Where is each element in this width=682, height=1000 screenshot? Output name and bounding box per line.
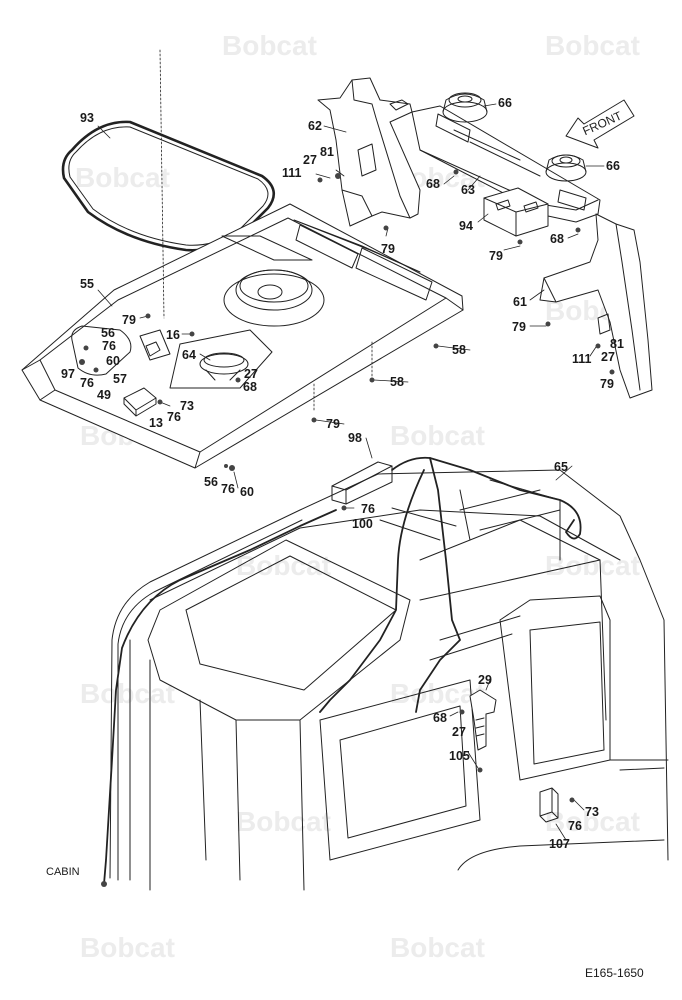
electronic-module-part xyxy=(539,787,559,823)
watermark: Bobcat xyxy=(390,932,485,963)
part-callout-94: 94 xyxy=(459,219,473,233)
part-callout-27: 27 xyxy=(452,725,466,739)
headliner-panel-part xyxy=(21,203,464,469)
part-callout-13: 13 xyxy=(149,416,163,430)
part-callout-98: 98 xyxy=(348,431,362,445)
watermark: Bobcat xyxy=(390,678,485,709)
part-callout-62: 62 xyxy=(308,119,322,133)
part-callout-58: 58 xyxy=(452,343,466,357)
watermark: Bobcat xyxy=(390,420,485,451)
part-callout-58: 58 xyxy=(390,375,404,389)
part-callout-76: 76 xyxy=(80,376,94,390)
bracket-part xyxy=(123,387,157,417)
speaker-part xyxy=(545,154,587,182)
part-callout-68: 68 xyxy=(433,711,447,725)
part-callout-49: 49 xyxy=(97,388,111,402)
fasteners xyxy=(79,169,615,887)
wiring-harness-part xyxy=(319,469,425,713)
part-callout-79: 79 xyxy=(326,417,340,431)
part-callout-64: 64 xyxy=(182,348,196,362)
part-callout-29: 29 xyxy=(478,673,492,687)
part-callout-27: 27 xyxy=(601,350,615,364)
part-callout-100: 100 xyxy=(352,517,373,531)
part-callout-76: 76 xyxy=(568,819,582,833)
part-callout-79: 79 xyxy=(489,249,503,263)
part-callout-66: 66 xyxy=(606,159,620,173)
part-callout-56: 56 xyxy=(101,326,115,340)
part-callout-65: 65 xyxy=(554,460,568,474)
part-callout-111: 111 xyxy=(282,166,302,180)
part-callout-61: 61 xyxy=(513,295,527,309)
part-callout-76: 76 xyxy=(102,339,116,353)
part-callout-79: 79 xyxy=(381,242,395,256)
part-callout-68: 68 xyxy=(426,177,440,191)
control-module-part xyxy=(483,187,549,237)
part-callout-76: 76 xyxy=(167,410,181,424)
watermark: Bobcat xyxy=(545,30,640,61)
part-callout-60: 60 xyxy=(106,354,120,368)
switch-part xyxy=(145,341,161,357)
section-label: CABIN xyxy=(46,866,80,878)
part-callout-76: 76 xyxy=(221,482,235,496)
speaker-part xyxy=(442,92,488,123)
part-callout-81: 81 xyxy=(320,145,334,159)
part-callout-97: 97 xyxy=(61,367,75,381)
drawing-number: E165-1650 xyxy=(585,966,644,980)
watermark: Bobcat xyxy=(75,162,170,193)
part-callout-111: 111 xyxy=(572,352,592,366)
part-callout-79: 79 xyxy=(122,313,136,327)
front-direction-arrow xyxy=(565,99,635,149)
part-callout-27: 27 xyxy=(303,153,317,167)
part-callout-16: 16 xyxy=(166,328,180,342)
part-callout-55: 55 xyxy=(80,277,94,291)
cabin-frame xyxy=(109,469,669,891)
part-callout-68: 68 xyxy=(243,380,257,394)
part-callout-81: 81 xyxy=(610,337,624,351)
watermark: Bobcat xyxy=(80,932,175,963)
wiring-harness-part xyxy=(103,456,582,885)
part-callout-68: 68 xyxy=(550,232,564,246)
part-callout-27: 27 xyxy=(244,367,258,381)
part-callout-76: 76 xyxy=(361,502,375,516)
part-callout-73: 73 xyxy=(585,805,599,819)
watermark: Bobcat xyxy=(222,30,317,61)
watermark: Bobcat xyxy=(545,550,640,581)
watermark: Bobcat xyxy=(80,678,175,709)
pillar-trim-part xyxy=(317,77,421,227)
wiring-junction-box-part xyxy=(331,461,393,505)
part-callout-107: 107 xyxy=(549,837,570,851)
part-callout-93: 93 xyxy=(80,111,94,125)
part-callout-57: 57 xyxy=(113,372,127,386)
wiring-harness-part xyxy=(415,457,461,713)
dome-lamp-part xyxy=(199,352,249,381)
part-callout-66: 66 xyxy=(498,96,512,110)
watermark: Bobcat xyxy=(236,806,331,837)
part-callout-79: 79 xyxy=(600,377,614,391)
part-callout-105: 105 xyxy=(449,749,470,763)
switch-bracket-part xyxy=(469,689,497,751)
part-callout-73: 73 xyxy=(180,399,194,413)
part-callout-56: 56 xyxy=(204,475,218,489)
part-callout-60: 60 xyxy=(240,485,254,499)
part-callout-63: 63 xyxy=(461,183,475,197)
side-pillar-trim-part xyxy=(539,213,653,399)
part-callout-79: 79 xyxy=(512,320,526,334)
